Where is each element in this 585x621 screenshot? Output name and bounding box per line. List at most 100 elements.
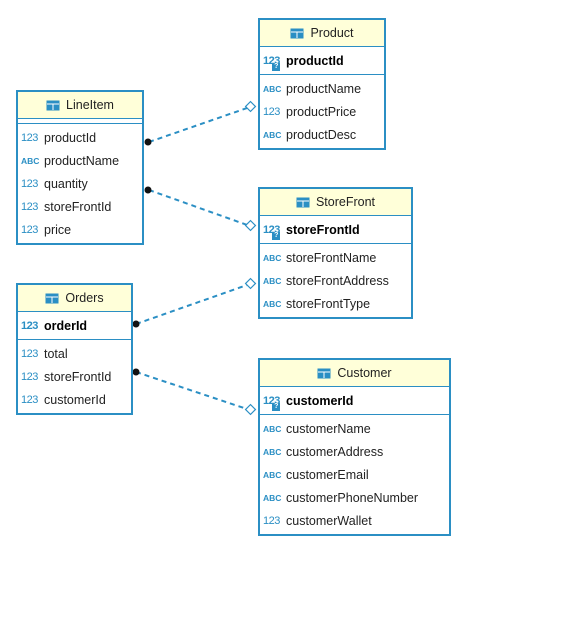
text-type-icon: ABC [263,275,282,286]
number-type-icon: 123 [263,105,280,118]
number-type-icon: 123? [263,223,280,240]
table-icon [296,197,310,208]
attribute-name: storeFrontId [44,199,112,214]
text-type-icon: ABC [263,129,282,140]
number-type-icon: 123 [21,393,38,406]
text-type-icon: ABC [263,83,282,94]
attribute-name: customerEmail [286,467,369,482]
table-icon [290,28,304,39]
attribute-row[interactable]: 123 storeFrontId [18,365,131,388]
number-type-icon: 123 [21,319,38,332]
entity-header[interactable]: StoreFront [260,189,411,216]
attribute-name: customerId [44,392,106,407]
entity-title: Customer [337,366,392,380]
attribute-name: productId [286,53,344,68]
link-orders-storefront[interactable] [135,283,251,325]
attribute-row[interactable]: ABC productName [260,77,384,100]
pk-section: 123 orderId [18,312,131,340]
link-end-diamond [244,219,257,232]
attribute-name: storeFrontName [286,250,377,265]
attribute-name: price [44,222,72,237]
link-lineitem-storefront[interactable] [148,189,251,227]
table-icon [317,368,331,379]
attribute-name: productPrice [286,104,357,119]
entity-header[interactable]: Customer [260,360,449,387]
entity-title: Orders [65,291,104,305]
text-type-icon: ABC [263,423,282,434]
attribute-name: productName [44,153,120,168]
attribute-name: productDesc [286,127,357,142]
link-lineitem-product[interactable] [148,106,251,143]
pk-section: 123? productId [260,47,384,75]
text-type-icon: ABC [263,446,282,457]
link-end-dot [132,320,140,328]
link-end-diamond [244,277,257,290]
entity-header[interactable]: Orders [18,285,131,312]
pk-section: 123? customerId [260,387,449,415]
attribute-row[interactable]: 123? storeFrontId [260,218,411,241]
attribute-row[interactable]: ABC productDesc [260,123,384,146]
attribute-row[interactable]: 123 price [18,218,142,241]
number-type-icon: 123 [21,200,38,213]
entity-header[interactable]: LineItem [18,92,142,119]
link-orders-customer[interactable] [135,371,251,411]
link-end-diamond [244,403,257,416]
attribute-row[interactable]: 123 orderId [18,314,131,337]
key-icon: ? [272,231,280,240]
attribute-row[interactable]: ABC storeFrontAddress [260,269,411,292]
attribute-section: ABC storeFrontName ABC storeFrontAddress A… [260,244,411,317]
number-type-icon: 123 [21,370,38,383]
attribute-name: storeFrontAddress [286,273,389,288]
attribute-name: customerId [286,393,354,408]
attribute-row[interactable]: 123? customerId [260,389,449,412]
attribute-row[interactable]: 123 customerId [18,388,131,411]
attribute-section: ABC productName 123 productPrice ABC produc… [260,75,384,148]
pk-section: 123? storeFrontId [260,216,411,244]
number-type-icon: 123 [21,177,38,190]
table-icon [45,293,59,304]
attribute-name: customerPhoneNumber [286,490,419,505]
attribute-row[interactable]: 123 productPrice [260,100,384,123]
attribute-name: productName [286,81,362,96]
entity-title: LineItem [66,98,114,112]
table-icon [46,100,60,111]
attribute-name: customerWallet [286,513,372,528]
entity-title: StoreFront [315,195,376,209]
text-type-icon: ABC [263,252,282,263]
attribute-row[interactable]: ABC productName [18,149,142,172]
attribute-name: orderId [44,318,88,333]
text-type-icon: ABC [21,155,40,166]
attribute-row[interactable]: 123 storeFrontId [18,195,142,218]
entity-title: Product [310,26,354,40]
key-icon: ? [272,62,280,71]
attribute-name: storeFrontType [286,296,371,311]
number-type-icon: 123 [21,131,38,144]
link-end-dot [144,186,152,194]
entity-product[interactable]: Product 123? productId ABC productName 12… [258,18,386,150]
attribute-name: storeFrontId [44,369,112,384]
pk-section [18,119,142,124]
attribute-row[interactable]: 123? productId [260,49,384,72]
entity-header[interactable]: Product [260,20,384,47]
number-type-icon: 123? [263,54,280,71]
attribute-row[interactable]: ABC storeFrontName [260,246,411,269]
number-type-icon: 123 [21,223,38,236]
key-icon: ? [272,402,280,411]
attribute-name: storeFrontId [286,222,360,237]
